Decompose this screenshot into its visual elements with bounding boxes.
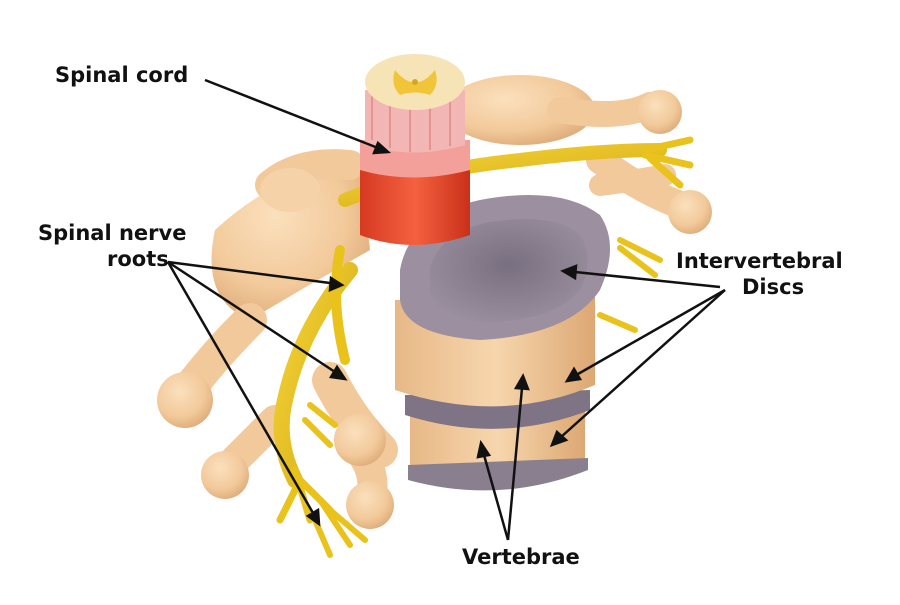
label-intervertebral-discs-line2: Discs	[742, 275, 805, 299]
posterior-arch	[157, 149, 398, 529]
upper-vertebra	[445, 75, 712, 234]
label-intervertebral-discs-line1: Intervertebral	[676, 249, 843, 273]
label-spinal-nerve-roots-line1: Spinal nerve	[38, 221, 187, 245]
label-spinal-cord: Spinal cord	[55, 63, 189, 87]
label-vertebrae: Vertebrae	[462, 545, 580, 569]
spinal-cord	[360, 54, 470, 245]
label-spinal-nerve-roots-line2: roots	[107, 247, 169, 271]
transverse-processes	[589, 164, 676, 196]
leader-lines	[166, 78, 726, 541]
